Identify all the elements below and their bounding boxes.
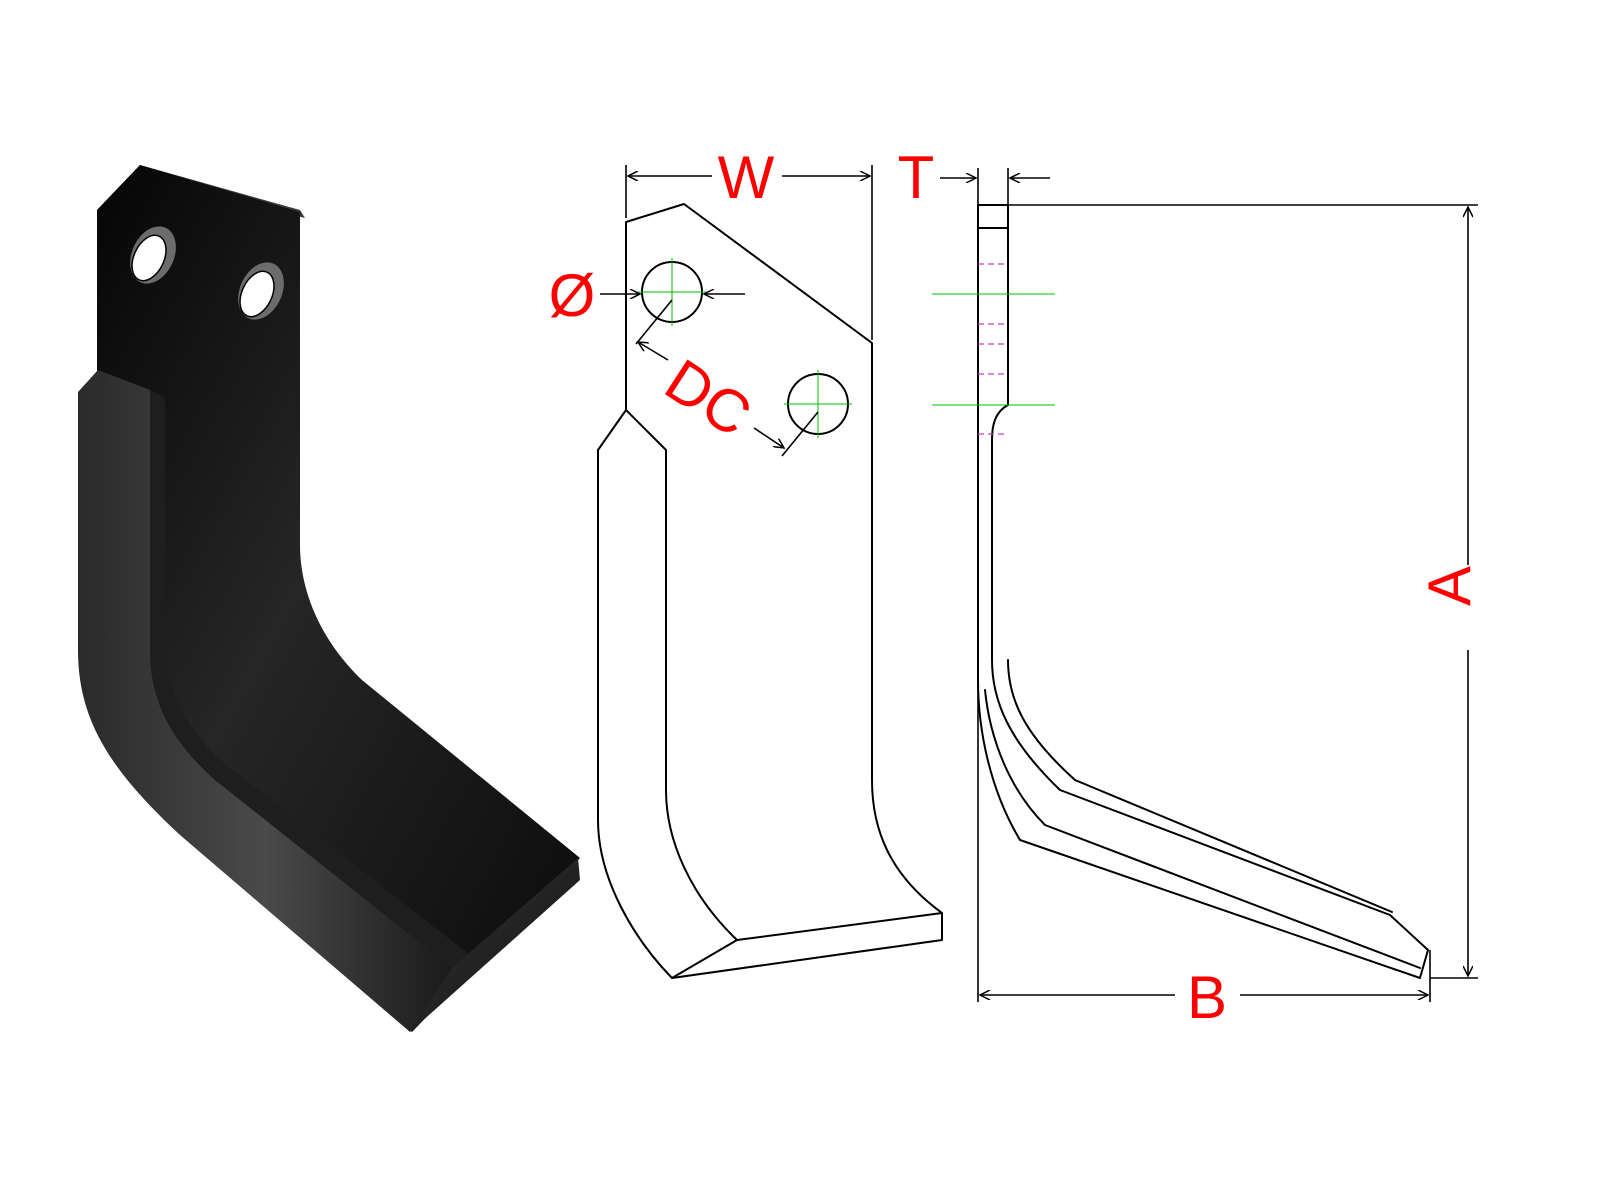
label-hole-diameter: Ø [549, 262, 596, 329]
label-thickness: T [898, 144, 935, 211]
side-view-inner-curve [1007, 659, 1393, 913]
blade-cutting-edge [410, 858, 580, 1032]
dimension-hole-diameter: Ø [549, 262, 745, 329]
side-view-outline [977, 204, 1429, 979]
front-view-bevel [671, 912, 943, 979]
label-height: A [1416, 566, 1483, 606]
front-view-shank-inner [625, 409, 738, 941]
label-depth: B [1187, 964, 1227, 1031]
blade-mount-hole-1 [130, 226, 176, 284]
blade-3d-render [78, 165, 580, 1032]
label-hole-centers: DC [654, 346, 763, 449]
blade-edge-strip [150, 390, 470, 968]
label-width: W [718, 144, 775, 211]
dimension-thickness: T [898, 144, 1050, 211]
front-view-outline [597, 203, 943, 979]
front-view-drawing [597, 203, 943, 979]
dimension-depth: B [977, 680, 1431, 1031]
dimension-height: A [1008, 204, 1483, 979]
dimension-hole-centers: DC [635, 299, 819, 457]
dimension-width: W [625, 144, 873, 340]
blade-side-face [78, 370, 452, 1032]
side-view-drawing [932, 204, 1429, 979]
blade-mount-hole-2 [238, 262, 284, 320]
